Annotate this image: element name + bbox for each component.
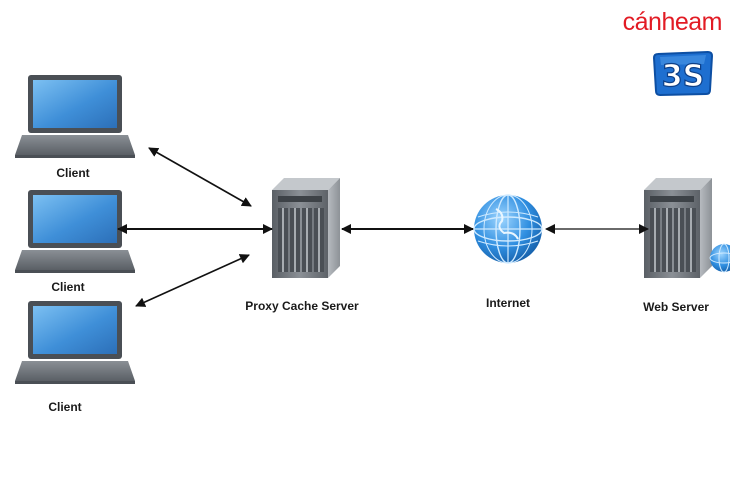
label-proxy-cache-server: Proxy Cache Server	[245, 299, 359, 313]
globe-icon-internet	[473, 194, 543, 264]
brand-logo: cánheam 3S	[582, 6, 723, 102]
arrow-client-3-proxy	[135, 254, 250, 307]
globe-icon-web-server	[709, 243, 730, 273]
brand-logo-text: cánheam	[622, 8, 723, 36]
laptop-icon-client-3	[15, 301, 135, 384]
server-icon-web	[644, 178, 712, 278]
label-internet: Internet	[485, 296, 530, 310]
laptop-icon-client-2	[15, 190, 135, 273]
label-client-3: Client	[48, 400, 82, 414]
server-icon-proxy	[272, 178, 340, 278]
label-client-1: Client	[56, 166, 90, 180]
arrow-client-1-proxy	[148, 147, 252, 207]
label-web-server: Web Server	[643, 300, 709, 314]
brand-badge-icon: 3S	[652, 50, 714, 96]
laptop-icon-client-1	[15, 75, 135, 158]
brand-badge-text: 3S	[662, 59, 704, 94]
label-client-2: Client	[51, 280, 85, 294]
